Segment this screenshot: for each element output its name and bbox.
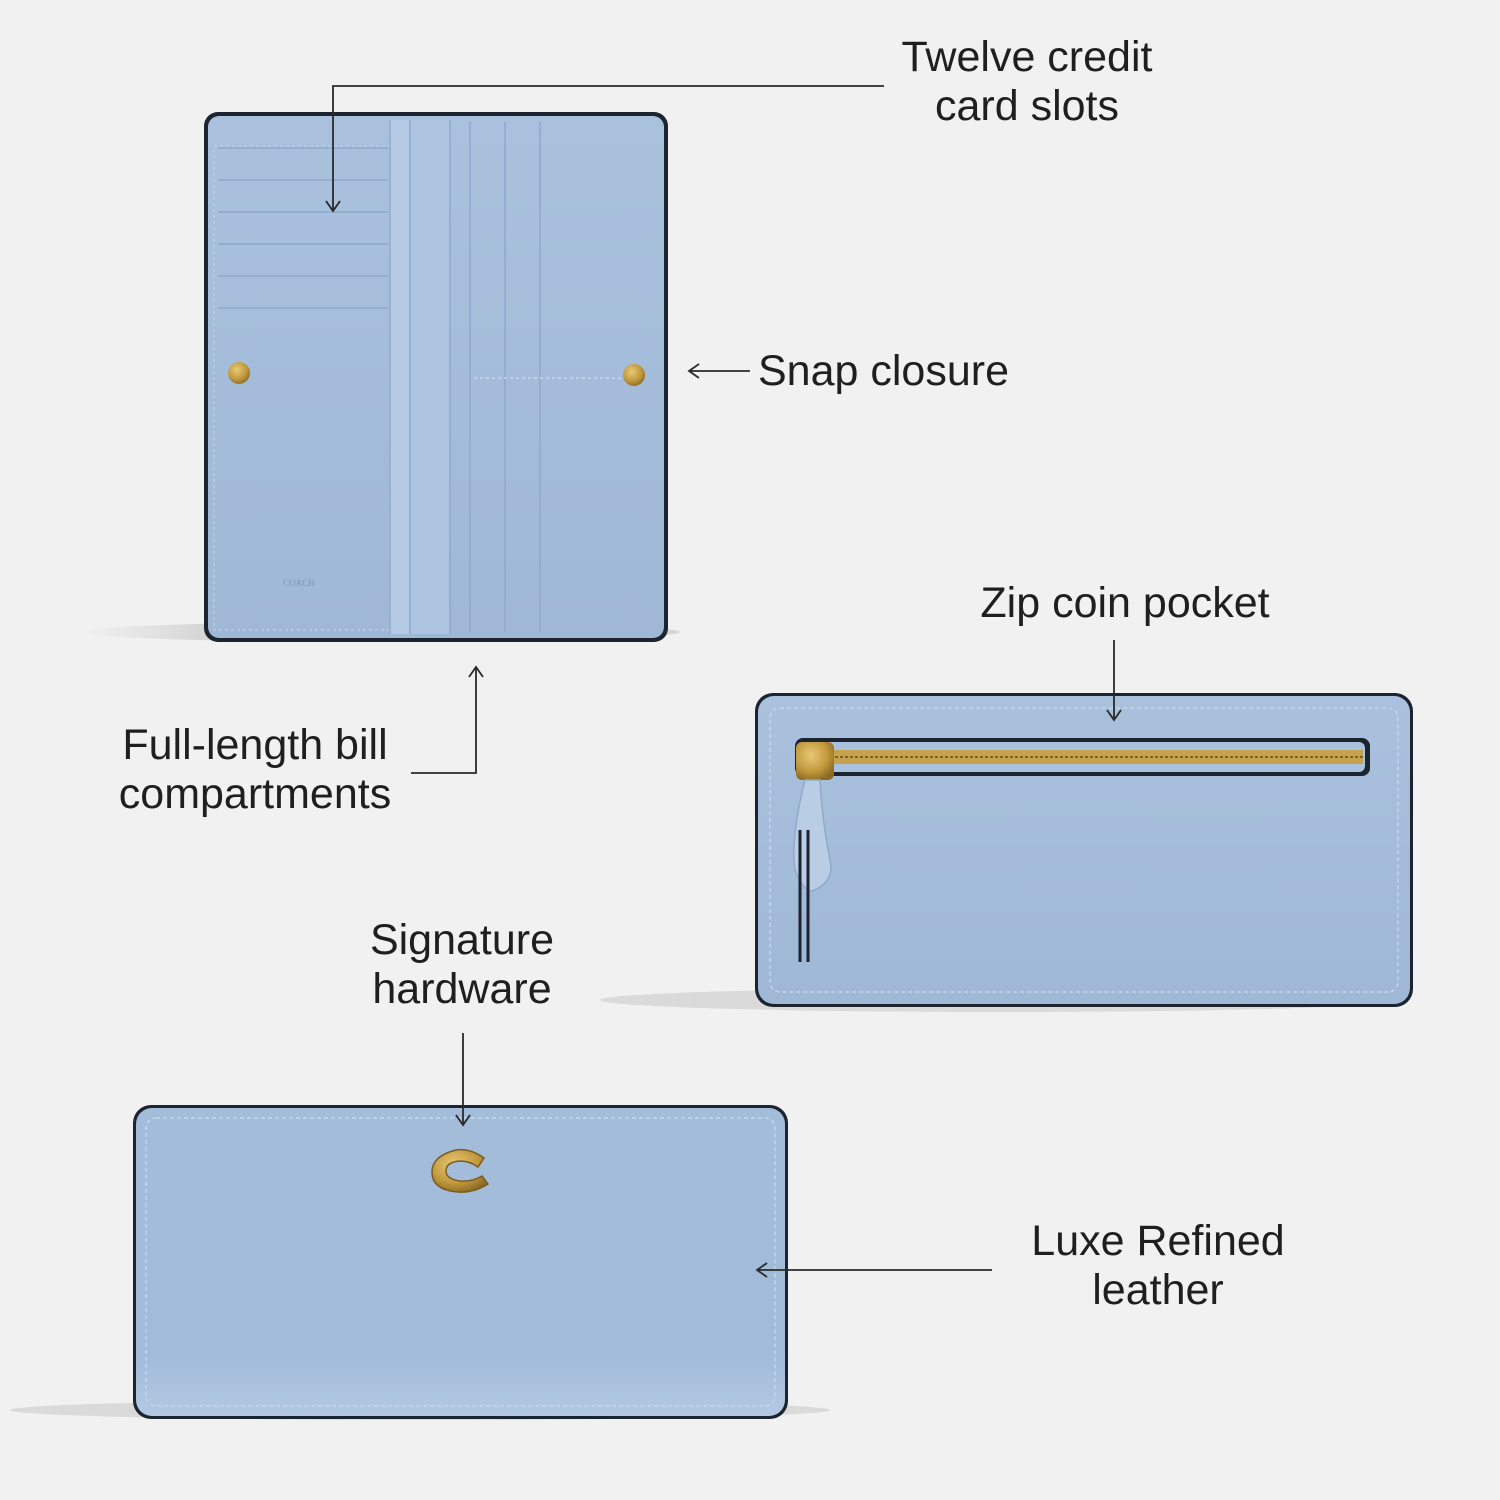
divider-panel (390, 120, 410, 634)
zipper-pull (793, 779, 832, 892)
bill-compartment (410, 120, 450, 634)
zipper-teeth (805, 750, 1363, 764)
snap-button-right (623, 364, 645, 386)
coach-logo-stamp: COACH (283, 578, 315, 588)
bill-leader (411, 668, 477, 774)
callout-zip-coin-pocket: Zip coin pocket (980, 579, 1270, 627)
pocket-slit (798, 830, 810, 962)
zip-arrowhead (1106, 709, 1122, 722)
hardware-arrowhead (455, 1114, 471, 1127)
snap-button-left (228, 362, 250, 384)
snap-arrowhead (687, 363, 700, 379)
callout-bill-compartments: Full-length bill compartments (118, 721, 392, 818)
bill-arrowhead (468, 665, 484, 678)
signature-c-hardware (431, 1148, 490, 1193)
card-slots-left (213, 145, 391, 631)
callout-card-slots: Twelve credit card slots (901, 33, 1153, 130)
zipper-slider (796, 742, 834, 780)
card-slots-leader (332, 85, 884, 210)
card-slots-arrowhead (325, 200, 341, 213)
callout-luxe-leather: Luxe Refined leather (1031, 1217, 1285, 1314)
card-slots-right (469, 122, 630, 632)
wallet-back-zip (600, 693, 1413, 1012)
wallet-front (10, 1105, 830, 1420)
callout-lines (325, 85, 1122, 1278)
front-wallet-body (136, 1108, 785, 1416)
open-wallet: COACH (80, 112, 680, 642)
leather-arrowhead (755, 1262, 768, 1278)
callout-signature-hardware: Signature hardware (369, 916, 555, 1013)
callout-snap-closure: Snap closure (758, 347, 1009, 395)
